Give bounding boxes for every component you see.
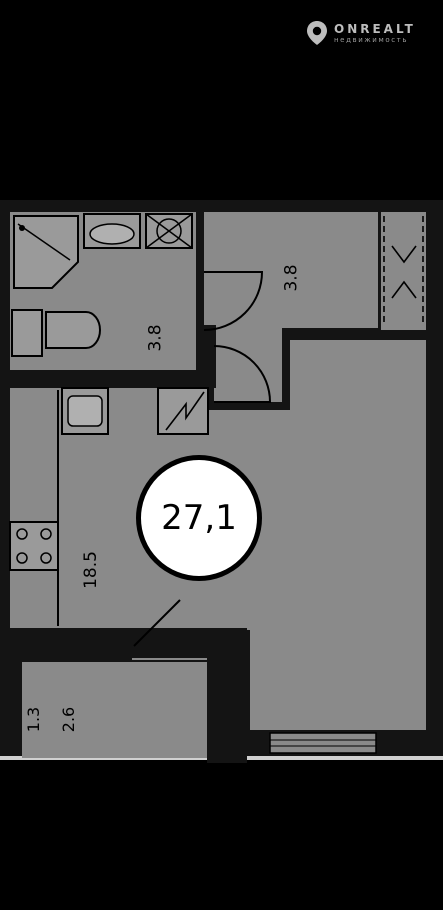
electric-panel xyxy=(157,387,209,435)
entrance-door xyxy=(213,345,272,403)
balcony-floor xyxy=(22,662,216,758)
bath-door xyxy=(203,271,264,331)
toilet xyxy=(11,309,101,357)
balcony-door xyxy=(133,599,181,647)
balcony-area-label-a: 2.6 xyxy=(59,706,79,733)
wall-bath-hall xyxy=(196,212,204,272)
balcony-area-label-b: 1.3 xyxy=(24,706,44,733)
bathroom-area-label: 3.8 xyxy=(145,324,166,352)
window-bottom xyxy=(269,732,377,754)
total-area-badge: 27,1 xyxy=(136,455,262,581)
total-area-value: 27,1 xyxy=(161,498,237,538)
kitchen-living-area-label: 18.5 xyxy=(80,551,101,589)
brand-name: ONREALT xyxy=(334,21,416,36)
wall-divider xyxy=(132,628,212,658)
floor-plan xyxy=(0,200,443,763)
wall-bath-bottom xyxy=(10,370,214,388)
location-pin-icon xyxy=(307,21,327,45)
stove xyxy=(9,521,59,571)
shower xyxy=(13,215,79,289)
hall-area-label: 3.8 xyxy=(281,264,302,292)
wall-partition xyxy=(207,628,247,763)
brand-logo: ONREALT недвижимость xyxy=(306,20,416,46)
wardrobe-marks xyxy=(383,216,424,326)
brand-tagline: недвижимость xyxy=(334,35,409,44)
wardrobe-floor xyxy=(381,212,426,330)
hall-floor xyxy=(204,212,378,402)
wall-hall-corner xyxy=(196,325,216,388)
